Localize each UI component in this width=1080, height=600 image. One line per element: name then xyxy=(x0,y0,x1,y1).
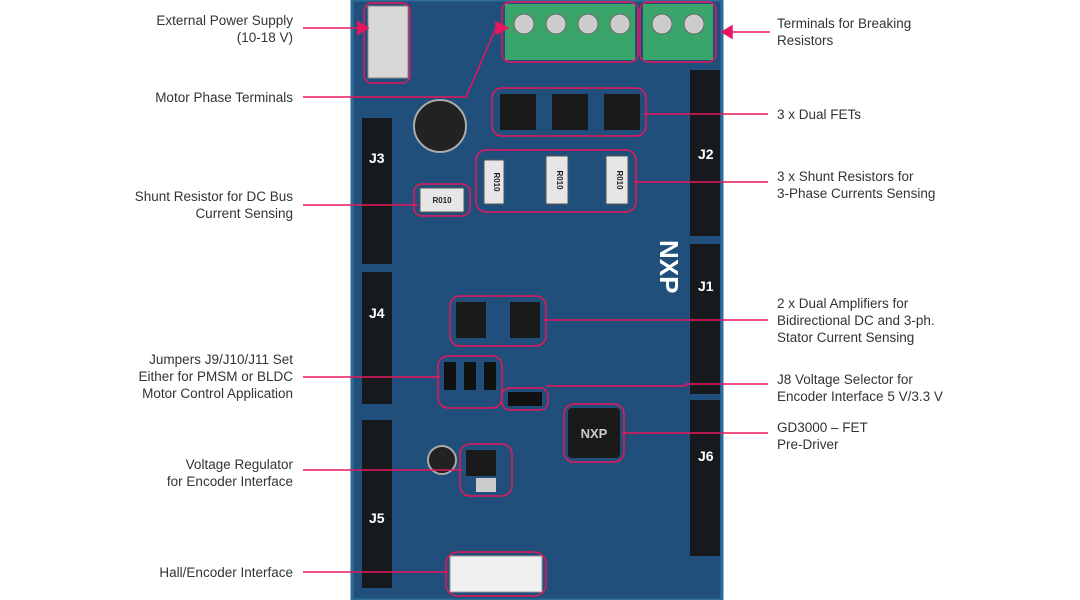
label-gd3000: GD3000 – FET Pre-Driver xyxy=(777,420,868,452)
label-j8-selector: J8 Voltage Selector for Encoder Interfac… xyxy=(777,372,943,404)
shunt-marking-phase: R010 xyxy=(615,170,624,190)
connector-label-j5: J5 xyxy=(369,510,385,526)
breaking-resistor-terminals xyxy=(643,4,713,60)
label-motor-phase-terminals: Motor Phase Terminals xyxy=(155,90,293,105)
label-voltage-regulator: Voltage Regulator for Encoder Interface xyxy=(166,457,293,489)
voltage-regulator xyxy=(466,450,496,476)
label-breaking-resistors: Terminals for Breaking Resistors xyxy=(777,16,912,48)
dual-amplifiers xyxy=(456,302,540,338)
hall-encoder-connector xyxy=(449,555,543,593)
power-jack xyxy=(367,5,409,79)
shunt-marking-dc-bus: R010 xyxy=(432,196,452,205)
terminal-screws xyxy=(513,13,705,35)
pin-headers xyxy=(362,70,720,588)
shunt-resistors xyxy=(419,155,629,213)
label-hall-encoder: Hall/Encoder Interface xyxy=(159,565,293,580)
predriver-logo: NXP xyxy=(581,426,608,441)
capacitor xyxy=(427,445,457,475)
label-dual-amplifiers: 2 x Dual Amplifiers for Bidirectional DC… xyxy=(777,296,935,345)
connector-label-j1: J1 xyxy=(698,278,714,294)
connector-label-j2: J2 xyxy=(698,146,714,162)
label-jumpers: Jumpers J9/J10/J11 Set Either for PMSM o… xyxy=(138,352,293,401)
leader-lines xyxy=(303,20,770,573)
pcb-board xyxy=(352,0,722,600)
shunt-marking-phase: R010 xyxy=(555,170,564,190)
shunt-marking-phase: R010 xyxy=(492,172,501,192)
label-external-power-supply: External Power Supply (10-18 V) xyxy=(156,13,293,45)
connector-label-j6: J6 xyxy=(698,448,714,464)
connector-label-j3: J3 xyxy=(369,150,385,166)
nxp-logo: NXP xyxy=(654,240,684,293)
capacitor xyxy=(413,99,467,153)
label-dc-bus-shunt: Shunt Resistor for DC Bus Current Sensin… xyxy=(134,189,293,221)
label-phase-shunts: 3 x Shunt Resistors for 3-Phase Currents… xyxy=(777,169,936,201)
gd3000-predriver xyxy=(568,408,620,458)
connector-label-j4: J4 xyxy=(369,305,385,321)
jumpers xyxy=(444,362,542,406)
label-dual-fets: 3 x Dual FETs xyxy=(777,107,862,122)
dual-fets xyxy=(500,94,640,130)
callout-highlights xyxy=(363,1,717,597)
